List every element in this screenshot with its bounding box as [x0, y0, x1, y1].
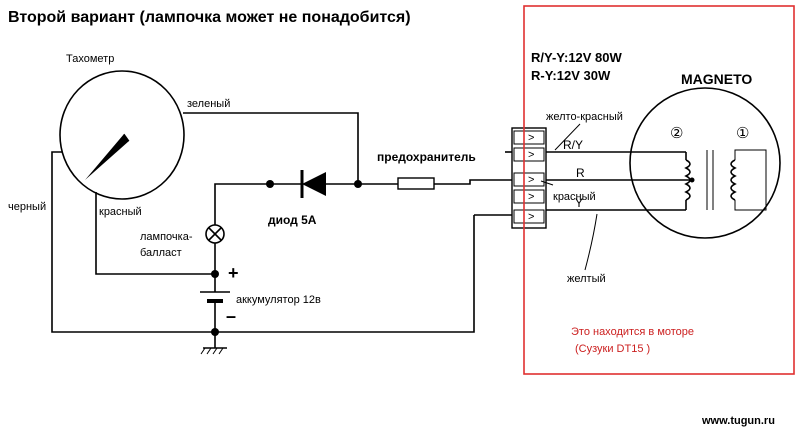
watermark: www.tugun.ru [701, 415, 775, 427]
ground-hatch-3 [212, 347, 218, 355]
red-wire-label: красный [99, 206, 142, 218]
r-tap-dot [689, 177, 695, 183]
connector-pins: > > > > > [513, 130, 545, 224]
green-wire-label: зеленый [187, 98, 230, 110]
diagram-title: Второй вариант (лампочка может не понадо… [8, 9, 411, 26]
black-wire [51, 151, 475, 333]
diode-icon [302, 172, 326, 196]
black-wire-label: черный [8, 201, 46, 213]
engine-note-2: (Сузуки DT15 ) [575, 343, 650, 355]
junction-dot [211, 270, 219, 278]
red-wire-callout: красный [553, 191, 596, 203]
coil-1-icon [730, 159, 737, 201]
magneto-rotor [629, 87, 781, 239]
ground-hatch-2 [206, 347, 212, 355]
ground-hatch-1 [200, 347, 206, 355]
term-y-label: Y [575, 196, 583, 210]
fuse-label: предохранитель [377, 150, 476, 164]
needle-tip [123, 133, 130, 142]
yellow-pointer [584, 213, 598, 271]
fuse-to-connector-wire [434, 179, 512, 185]
ground-hatch-4 [218, 347, 224, 355]
lamp-cross-b [208, 227, 222, 241]
svg-text:>: > [528, 174, 534, 186]
svg-text:>: > [528, 149, 534, 161]
magneto-title: MAGNETO [681, 71, 752, 87]
tachometer-dial [59, 70, 185, 200]
tachometer-label: Тахометр [66, 53, 114, 65]
battery-minus: – [226, 306, 236, 326]
rating-line-1: R/Y-Y:12V 80W [531, 50, 623, 65]
coil-1-loop [734, 149, 767, 211]
engine-note-1: Это находится в моторе [571, 326, 694, 338]
diode-label: диод 5А [268, 213, 317, 227]
yellow-red-label: желто-красный [546, 111, 623, 123]
svg-text:>: > [528, 132, 534, 144]
yellow-red-pointer [554, 123, 581, 151]
red-pointer [540, 180, 554, 186]
coil-1-number: ① [736, 125, 749, 142]
lamp-label-1: лампочка- [140, 231, 193, 243]
tachometer-needle [85, 134, 129, 180]
rating-line-2: R-Y:12V 30W [531, 68, 611, 83]
battery-plus: + [228, 263, 239, 283]
svg-text:>: > [528, 211, 534, 223]
battery-plate-short [207, 299, 223, 303]
term-r-label: R [576, 166, 585, 180]
lamp-feed-wire [214, 183, 270, 225]
term-ry-label: R/Y [563, 138, 583, 152]
green-wire [183, 112, 359, 184]
coil-2-number: ② [670, 125, 683, 142]
battery-label: аккумулятор 12в [236, 294, 321, 306]
junction-dot [211, 328, 219, 336]
yellow-label: желтый [567, 273, 606, 285]
lamp-label-2: балласт [140, 247, 182, 259]
engine-frame [523, 5, 795, 375]
svg-text:>: > [528, 191, 534, 203]
fuse-icon [397, 177, 435, 190]
red-wire [95, 192, 215, 275]
